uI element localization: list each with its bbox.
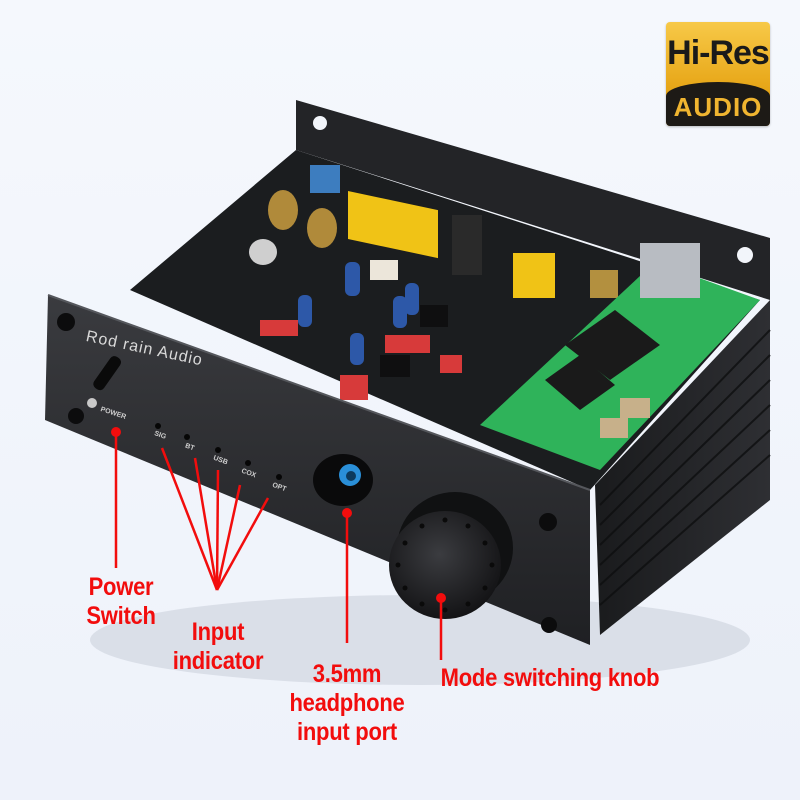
mode-knob-label: Mode switching knob [440, 664, 660, 692]
side-heatsink [595, 300, 770, 635]
screw-hole [539, 513, 557, 531]
screw-hole [541, 617, 557, 633]
headphone-port-label: 3.5mm headphone input port [289, 660, 405, 746]
badge-line2: AUDIO [673, 92, 763, 122]
mode-knob [389, 511, 501, 619]
input-indicator-label: Input indicator [172, 618, 264, 675]
usb-b-port [640, 243, 700, 298]
screw-hole [68, 408, 84, 424]
annotation-lines [114, 432, 443, 660]
screw-hole [57, 313, 75, 331]
badge-line1: Hi-Res [667, 34, 770, 72]
hi-res-audio-badge: Hi-Res AUDIO [666, 22, 770, 126]
indicator-leds [155, 423, 282, 480]
power-toggle-switch [87, 356, 122, 408]
power-switch-label: Power Switch [86, 573, 156, 630]
